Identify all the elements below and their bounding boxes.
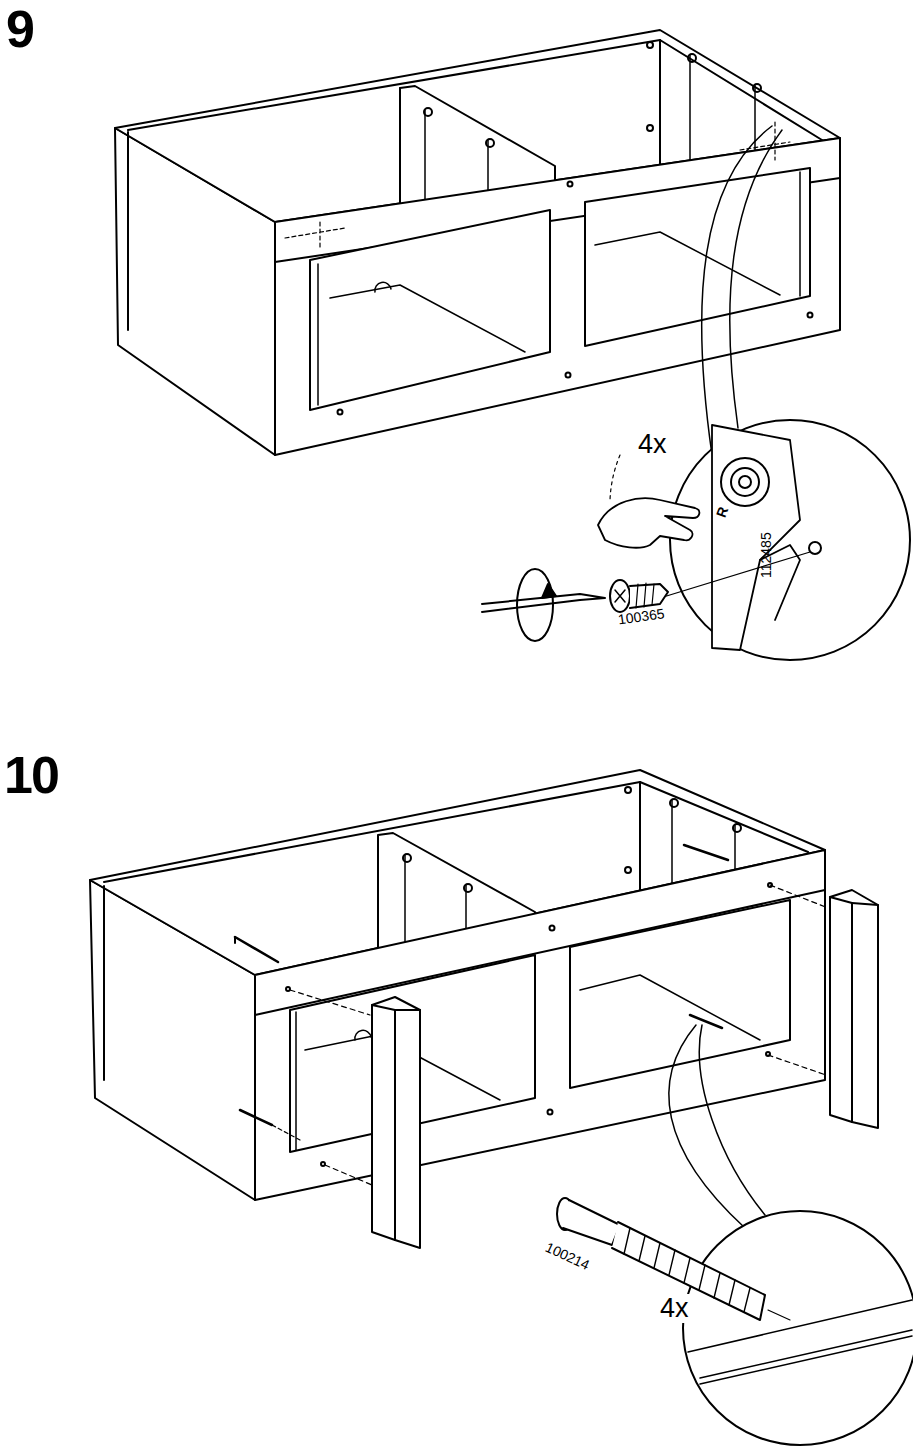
cabinet-step-9 <box>115 30 840 455</box>
cabinet-step-10 <box>90 770 878 1248</box>
callout-detail-10 <box>557 1198 913 1445</box>
part-number: 100214 <box>541 1238 594 1274</box>
part-number: 112485 <box>758 530 774 580</box>
step-number: 9 <box>4 2 35 56</box>
quantity-label: 4x <box>636 430 669 459</box>
callout-detail-9 <box>482 420 910 660</box>
step-number: 10 <box>2 748 60 802</box>
quantity-label: 4x <box>658 1294 691 1323</box>
